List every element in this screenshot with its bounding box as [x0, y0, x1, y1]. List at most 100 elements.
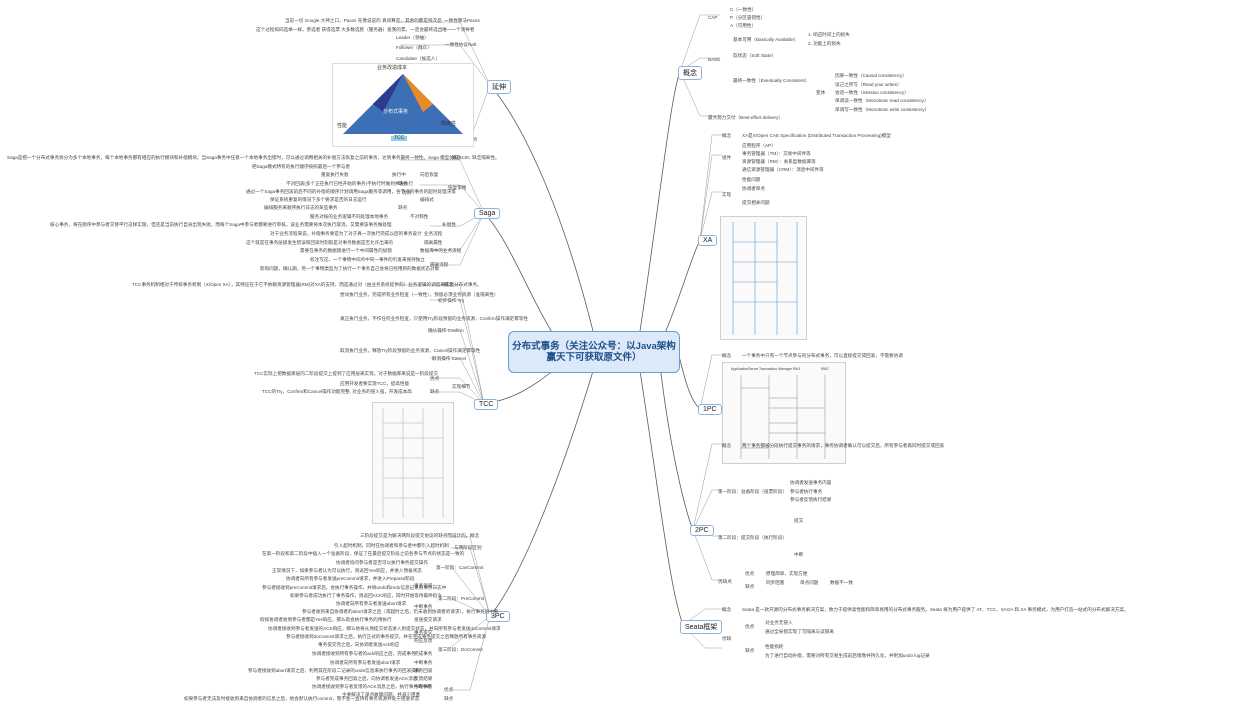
branch-concept[interactable]: 概念 [678, 66, 702, 80]
paxos-label: 一致性算法Paxos [444, 18, 480, 23]
seata-pros-1: 对业务无侵入 [765, 620, 793, 625]
xa-rm: 资源管理器（RM）：关系型数据库等 [742, 159, 816, 164]
branch-tcc[interactable]: TCC [474, 399, 499, 410]
branch-2pc[interactable]: 2PC [690, 525, 714, 536]
3pc-cancommit: 第一阶段：CanCommit [436, 565, 484, 570]
3pc-concept: 概念 [470, 533, 480, 538]
3pc-pre-4: 协调者向所有参与者发送abort请求 [336, 601, 407, 606]
3pc-do-6: 协调者向所有参与者发送abort请求 [330, 660, 401, 665]
3pc-pre-3: 如果参与者成功执行了事务操作，则返回ACK响应，同时开始等待最终指令 [290, 593, 442, 598]
saga-item-22: 隔离属性 [424, 240, 443, 245]
branch-xa[interactable]: XA [698, 235, 718, 246]
3pc-diff-2: 在第一阶段和第二阶段中插入一个准备阶段，保证了在最后提交阶段之前各参与节点的状态… [262, 551, 465, 556]
2pc-cons-2: 单点问题 [800, 580, 819, 585]
1pc-seq-app: ApplicationServer [731, 367, 759, 371]
saga-item-23: 需要在事务的数据锁进行一个中间属性的加锁 [300, 248, 392, 253]
branch-seata[interactable]: Seata框架 [680, 620, 723, 634]
2pc-cons-3: 数据不一致 [830, 580, 853, 585]
base-ba-2: 2. 功能上的损失 [808, 41, 841, 46]
raft-desc: 这个过程如同选举一样，参选者 获得选票 大多数选民（服务器）投我的票，一定会最终… [256, 27, 475, 32]
raft-follower: Follower（群众） [396, 45, 432, 50]
3pc-do-5: 协调者接收到所有参与者的ack响应之后，完成事务 [312, 651, 416, 656]
branch-paxos[interactable]: 延伸 [487, 80, 511, 94]
3pc-pre-ask: 事务询问 [414, 583, 433, 588]
central-topic-label: 分布式事务（关注公众号：以Java架构赢天下可获取原文件） [512, 341, 676, 363]
saga-item-11: 保证系统重复的情况下多个要求是否的日志运行 [270, 197, 367, 202]
central-topic[interactable]: 分布式事务（关注公众号：以Java架构赢天下可获取原文件） [508, 331, 680, 373]
saga-concept-desc: Saga是把一个分布式事务拆分为多个本地事务，每个本地事务都有相应的执行模块和补… [7, 155, 500, 160]
3pc-do-7: 参与者接收到abort请求之后，利用其在阶段二记录的undo信息来执行事务的回滚… [248, 668, 421, 673]
3pc-do-interrupt: 中断事务 [414, 684, 433, 689]
xa-crm: 通信资源管理器（CRM）：消息中间件等 [742, 167, 824, 172]
3pc-do-commit: 事务提交 [414, 630, 433, 635]
2pc-cons: 缺点 [745, 584, 755, 589]
base-ec: 最终一致性（Eventually Consistent） [733, 78, 810, 83]
base-bed: 最大努力交付（Best-effort delivery） [708, 115, 783, 120]
3pc-do-rollback: 事务回滚 [414, 668, 433, 673]
3pc-do-3: 参与者接收到doCommit请求之后，执行正式的事务提交，并在完成事务提交之后释… [286, 634, 487, 639]
ec-ryw: 读己之所写（Read your writes） [835, 82, 902, 87]
ec-session: 会话一致性（Session consistency） [835, 90, 909, 95]
2pc-p1-send: 协调者发送事务内容 [790, 480, 832, 485]
tcc-cancel: 取消操作 Cancel [432, 356, 466, 361]
branch-1pc[interactable]: 1PC [698, 404, 722, 415]
2pc-concept: 概念 [722, 443, 732, 448]
1pc-concept: 概念 [722, 353, 732, 358]
3pc-pre-2: 参与者接收到preCommit请求后，会执行事务操作，并将undo和redo信息… [262, 585, 447, 590]
saga-item-6: 向后恢复 [420, 172, 439, 177]
1pc-sequence-image: ApplicationServer Transaction Manager RM… [722, 362, 846, 464]
1pc-seq-tm: Transaction Manager [759, 367, 792, 371]
raft-leader: Leader（领袖） [396, 35, 429, 40]
branch-saga[interactable]: Saga [474, 208, 501, 219]
ec-mw: 单调写一致性（Monotonic write consistency） [835, 107, 930, 112]
saga-item-27: 影响问题，确认期，另一个事物类型为了执行一个事务自己会将已经用到的数据状态对象 [260, 266, 440, 271]
saga-concept: 概念 [452, 155, 462, 160]
saga-recovery: 恢复策略 [448, 185, 467, 190]
tcc-sequence-image [372, 402, 454, 524]
1pc-seq-rm2: RM2 [821, 367, 829, 371]
3pc-pre-interrupt: 中断事务 [414, 604, 433, 609]
3pc-do-finish: 完成事务 [414, 651, 433, 656]
2pc-p2-commit: 提交 [794, 518, 804, 523]
saga-item-17: 核心事务，将在顺序中参与者交替平行这样实施，但还是当前执行自身出现失败，而每个S… [50, 222, 392, 227]
tcc-pros: 优点 [430, 376, 440, 381]
base-ba: 基本可用（Basically Available） [733, 37, 799, 42]
3pc-docommit: 第三阶段：DoCommit [438, 647, 483, 652]
base-ss: 软状态（Soft State） [733, 53, 777, 58]
xa-commit: 提交相关问题 [742, 200, 770, 205]
3pc-do-2: 协调者接收到参与者发送的ACK响应，那么他将从预提交状态进入到提交状态，并向所有… [268, 626, 501, 631]
2pc-phase1: 第一阶段：准备阶段（投票阶段） [718, 489, 787, 494]
pyramid-center: 分布式事务 [383, 109, 409, 115]
seata-cons-2: 为了进行自动补偿，需要对所有交易生成前后镜像并持久化，并附加undo log记录 [765, 653, 930, 658]
ec-mr: 单调读一致性（Monotonic read consistency） [835, 98, 929, 103]
seata-pros-2: 通过全局锁实现了写隔离与读隔离 [765, 629, 834, 634]
pyramid-right: 隔离性 [441, 121, 457, 127]
tcc-confirm: 确认操作 Confirm [428, 328, 464, 333]
saga-item-19: 对于业务流程来说，补偿事务要是为了对于真一次执行完成以后的事务设计 [270, 231, 422, 236]
saga-item-9: 通过一个Saga事务回滚前后不同的补偿的顺序计划调用Saga服务等调用，各节点的… [246, 189, 456, 194]
xa-single: 协调者单点 [742, 186, 765, 191]
2pc-pros-desc: 原理简单，实现方便 [766, 571, 808, 576]
saga-item-8: 缺点 [398, 181, 408, 186]
saga-item-10: 优点 [402, 190, 412, 195]
3pc-do-result: 反馈结果 [414, 676, 433, 681]
3pc-do-1: 假如协调者收到参与者都是Yes响应，那么就会执行事务的预执行 [260, 617, 392, 622]
xa-impl: 实现 [722, 192, 732, 197]
3pc-concept-desc: 三阶段提交是为解决两阶段提交协议的缺点而设计的。 [360, 533, 471, 538]
3pc-precommit: 第二阶段：PreCommit [438, 596, 484, 601]
seata-pros: 优点 [745, 624, 755, 629]
saga-item-13: 编排服务来顺序执行日志的某些事务 [264, 205, 338, 210]
base-label: BASE [708, 57, 721, 62]
ec-variant: 变体 [816, 90, 826, 95]
3pc-cons: 缺点 [444, 696, 454, 701]
2pc-phase2: 第二阶段：提交阶段（执行阶段） [718, 535, 787, 540]
3pc-do-9: 协调者接收到参与者反馈的ACK消息之后，执行事务的中断 [312, 684, 432, 689]
cap-a: A（可用性） [730, 23, 757, 28]
tcc-confirm-desc: 真正执行业务，不作任何业务检查，只使用Try阶段预留的业务资源，Confirm操… [340, 316, 528, 321]
raft-candidate: Candidate（候选人） [396, 56, 440, 61]
branch-3pc[interactable]: 3PC [486, 611, 510, 622]
saga-item-14: 缺点 [398, 205, 408, 210]
2pc-p2-abort: 中断 [794, 552, 804, 557]
3pc-do-feedback: 响应反馈 [414, 638, 433, 643]
pyramid-left: 性能 [337, 123, 348, 129]
